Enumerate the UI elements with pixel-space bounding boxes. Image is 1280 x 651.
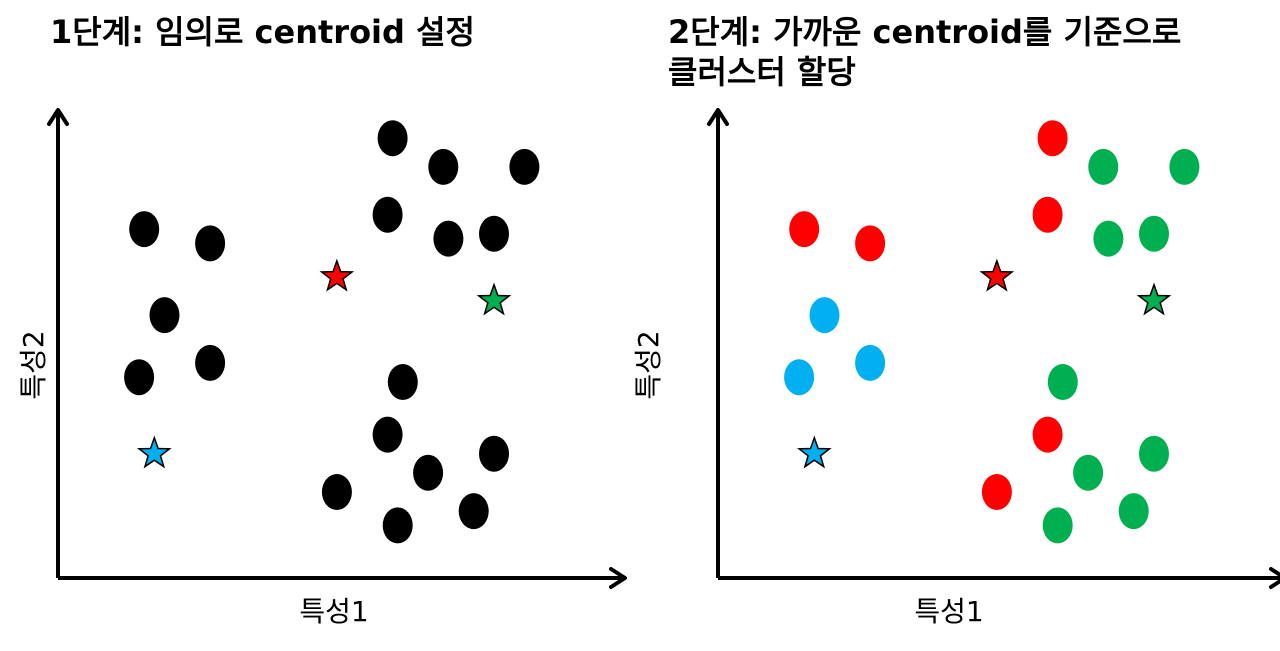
- centroid-star-red: [319, 258, 355, 292]
- data-point: [387, 364, 418, 400]
- data-point: [129, 211, 160, 248]
- data-point: [1032, 416, 1063, 453]
- data-point: [1093, 220, 1124, 257]
- data-point: [124, 359, 155, 396]
- data-point: [195, 344, 226, 381]
- x-axis-label: 특성1: [299, 595, 369, 628]
- centroid-star-blue: [796, 435, 832, 469]
- data-point: [784, 359, 815, 396]
- centroid-star-green: [1136, 282, 1172, 316]
- data-point: [195, 225, 226, 262]
- scatter-plot: [47, 108, 627, 589]
- data-point: [855, 225, 886, 262]
- y-axis-label: 특성2: [632, 330, 665, 400]
- data-point: [1139, 215, 1169, 252]
- y-axis-label: 특성2: [17, 330, 50, 400]
- panel-title: 2단계: 가까운 centroid를 기준으로 클러스터 할당: [668, 13, 1182, 91]
- data-point: [149, 297, 180, 334]
- data-point: [1139, 435, 1169, 472]
- x-axis-label: 특성1: [914, 595, 984, 628]
- y-axis-arrowhead: [47, 108, 69, 126]
- data-point: [372, 416, 403, 453]
- data-point: [428, 148, 459, 185]
- data-point: [1047, 364, 1078, 400]
- x-axis-arrowhead: [609, 567, 627, 589]
- data-point: [1073, 454, 1104, 491]
- data-point: [479, 435, 509, 472]
- data-point: [1118, 493, 1149, 530]
- data-point: [458, 493, 489, 530]
- data-point: [321, 474, 352, 510]
- centroid-star-red: [979, 258, 1015, 292]
- data-point: [509, 148, 540, 185]
- centroid-star-green: [476, 282, 512, 316]
- x-axis-arrowhead: [1269, 567, 1280, 589]
- data-point: [413, 454, 444, 491]
- data-point: [382, 507, 413, 544]
- data-point: [855, 344, 886, 381]
- y-axis-arrowhead: [707, 108, 729, 126]
- data-point: [1032, 196, 1063, 233]
- data-point: [479, 215, 509, 252]
- data-point: [981, 474, 1012, 510]
- data-point: [433, 220, 464, 257]
- centroid-star-blue: [136, 435, 172, 469]
- data-point: [377, 120, 408, 157]
- panel-step-2: 2단계: 가까운 centroid를 기준으로 클러스터 할당 특성1 특성2: [632, 0, 1280, 651]
- data-point: [1088, 148, 1119, 185]
- panel-step-1: 1단계: 임의로 centroid 설정 특성1 특성2: [0, 0, 627, 651]
- panel-title: 1단계: 임의로 centroid 설정: [50, 13, 475, 51]
- data-point: [809, 297, 840, 334]
- data-point: [372, 196, 403, 233]
- data-point: [789, 211, 820, 248]
- data-point: [1037, 120, 1068, 157]
- scatter-plot: [707, 108, 1280, 589]
- data-point: [1169, 148, 1200, 185]
- data-point: [1042, 507, 1073, 544]
